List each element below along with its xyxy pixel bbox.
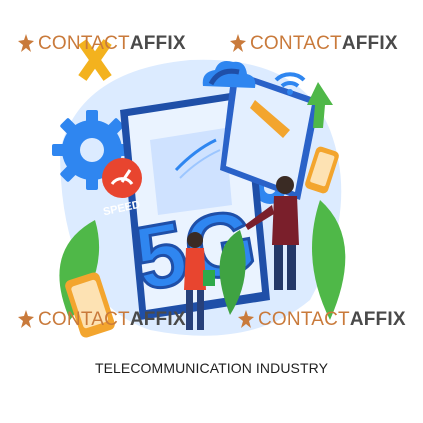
man-figure — [245, 176, 299, 290]
woman-figure — [184, 232, 215, 330]
caption-title: TELECOMMUNICATION INDUSTRY — [94, 360, 329, 376]
leaf-right — [312, 200, 346, 320]
cross-shape — [78, 39, 112, 81]
watermark-logo-icon — [230, 34, 246, 52]
cloud-icon — [202, 61, 256, 88]
watermark-logo-icon — [18, 310, 34, 328]
watermark-logo-icon — [18, 34, 34, 52]
leaf-mid — [219, 230, 246, 315]
wifi-icon — [274, 72, 306, 95]
tablet-illustration — [220, 70, 333, 200]
speedometer-icon — [102, 158, 142, 198]
signal-lines — [174, 138, 217, 172]
watermark-logo-icon — [238, 310, 254, 328]
arrow-up-icon — [307, 82, 333, 128]
phone-right-illustration — [305, 146, 339, 194]
phone-small-illustration — [65, 272, 115, 338]
